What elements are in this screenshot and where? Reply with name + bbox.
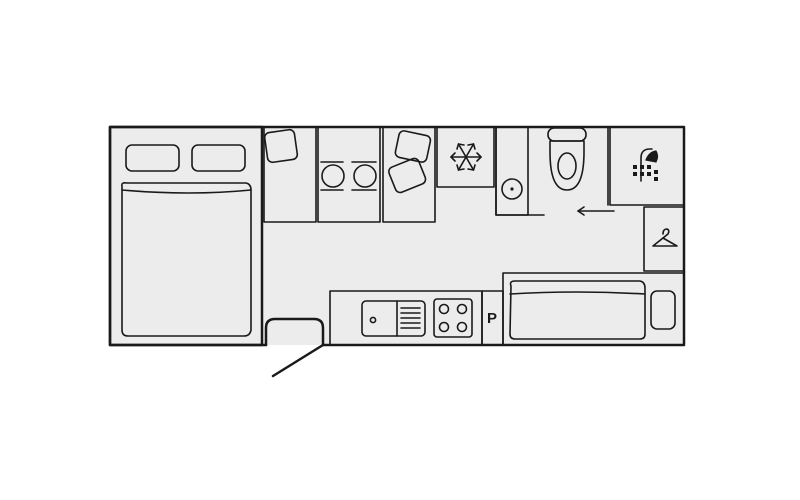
bed-duvet-fold — [121, 189, 252, 194]
plate-left — [321, 164, 345, 188]
single-bed-pillow — [650, 290, 676, 330]
entry-door[interactable] — [271, 343, 325, 378]
entry-step[interactable] — [264, 317, 325, 347]
bed-duvet — [121, 182, 252, 337]
seat-cushion — [263, 128, 299, 164]
outer-wall — [108, 125, 686, 347]
basin — [501, 178, 523, 200]
stove-icon[interactable] — [433, 298, 473, 338]
pantry-label: P — [487, 310, 497, 327]
sink-icon[interactable] — [361, 300, 426, 337]
snowflake-icon — [450, 143, 482, 171]
shower-icon — [633, 148, 659, 182]
cutlery-icon — [320, 161, 377, 191]
hanger-icon — [652, 228, 678, 247]
seat-cushion-lower — [388, 157, 427, 194]
pillow-right — [191, 144, 246, 172]
plate-right — [353, 164, 377, 188]
bathroom-vanity[interactable] — [495, 126, 545, 216]
pillow-left — [125, 144, 180, 172]
single-bed-duvet — [509, 280, 646, 340]
arrow-left-icon — [577, 206, 615, 216]
